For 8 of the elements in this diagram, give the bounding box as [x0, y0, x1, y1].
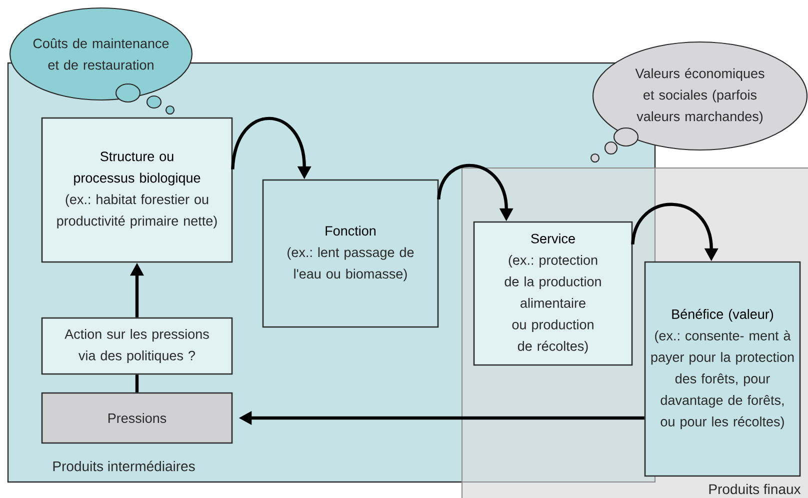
process-box: Action sur les pressions via des politiques ?	[41, 317, 233, 375]
thought-bubble: Coûts de maintenance et de restauration	[9, 7, 193, 115]
process-box: Fonction (ex.: lent passage de l'eau ou biomasse)	[262, 179, 439, 328]
thought-bubble: Valeurs économiques et sociales (parfois valeurs marchandes)	[590, 41, 808, 163]
process-box: Structure ou processus biologique (ex.: habitat forestier ou productivité primaire nette)	[41, 117, 233, 263]
process-box: Service (ex.: protection de la production alimentaire ou production de récoltes)	[473, 221, 633, 366]
process-box: Bénéfice (valeur) (ex.: consente- ment à payer pour la protection des forêts, pour davantage de forêts, ou pour les récoltes)	[644, 261, 801, 477]
process-box: Pressions	[41, 392, 233, 444]
